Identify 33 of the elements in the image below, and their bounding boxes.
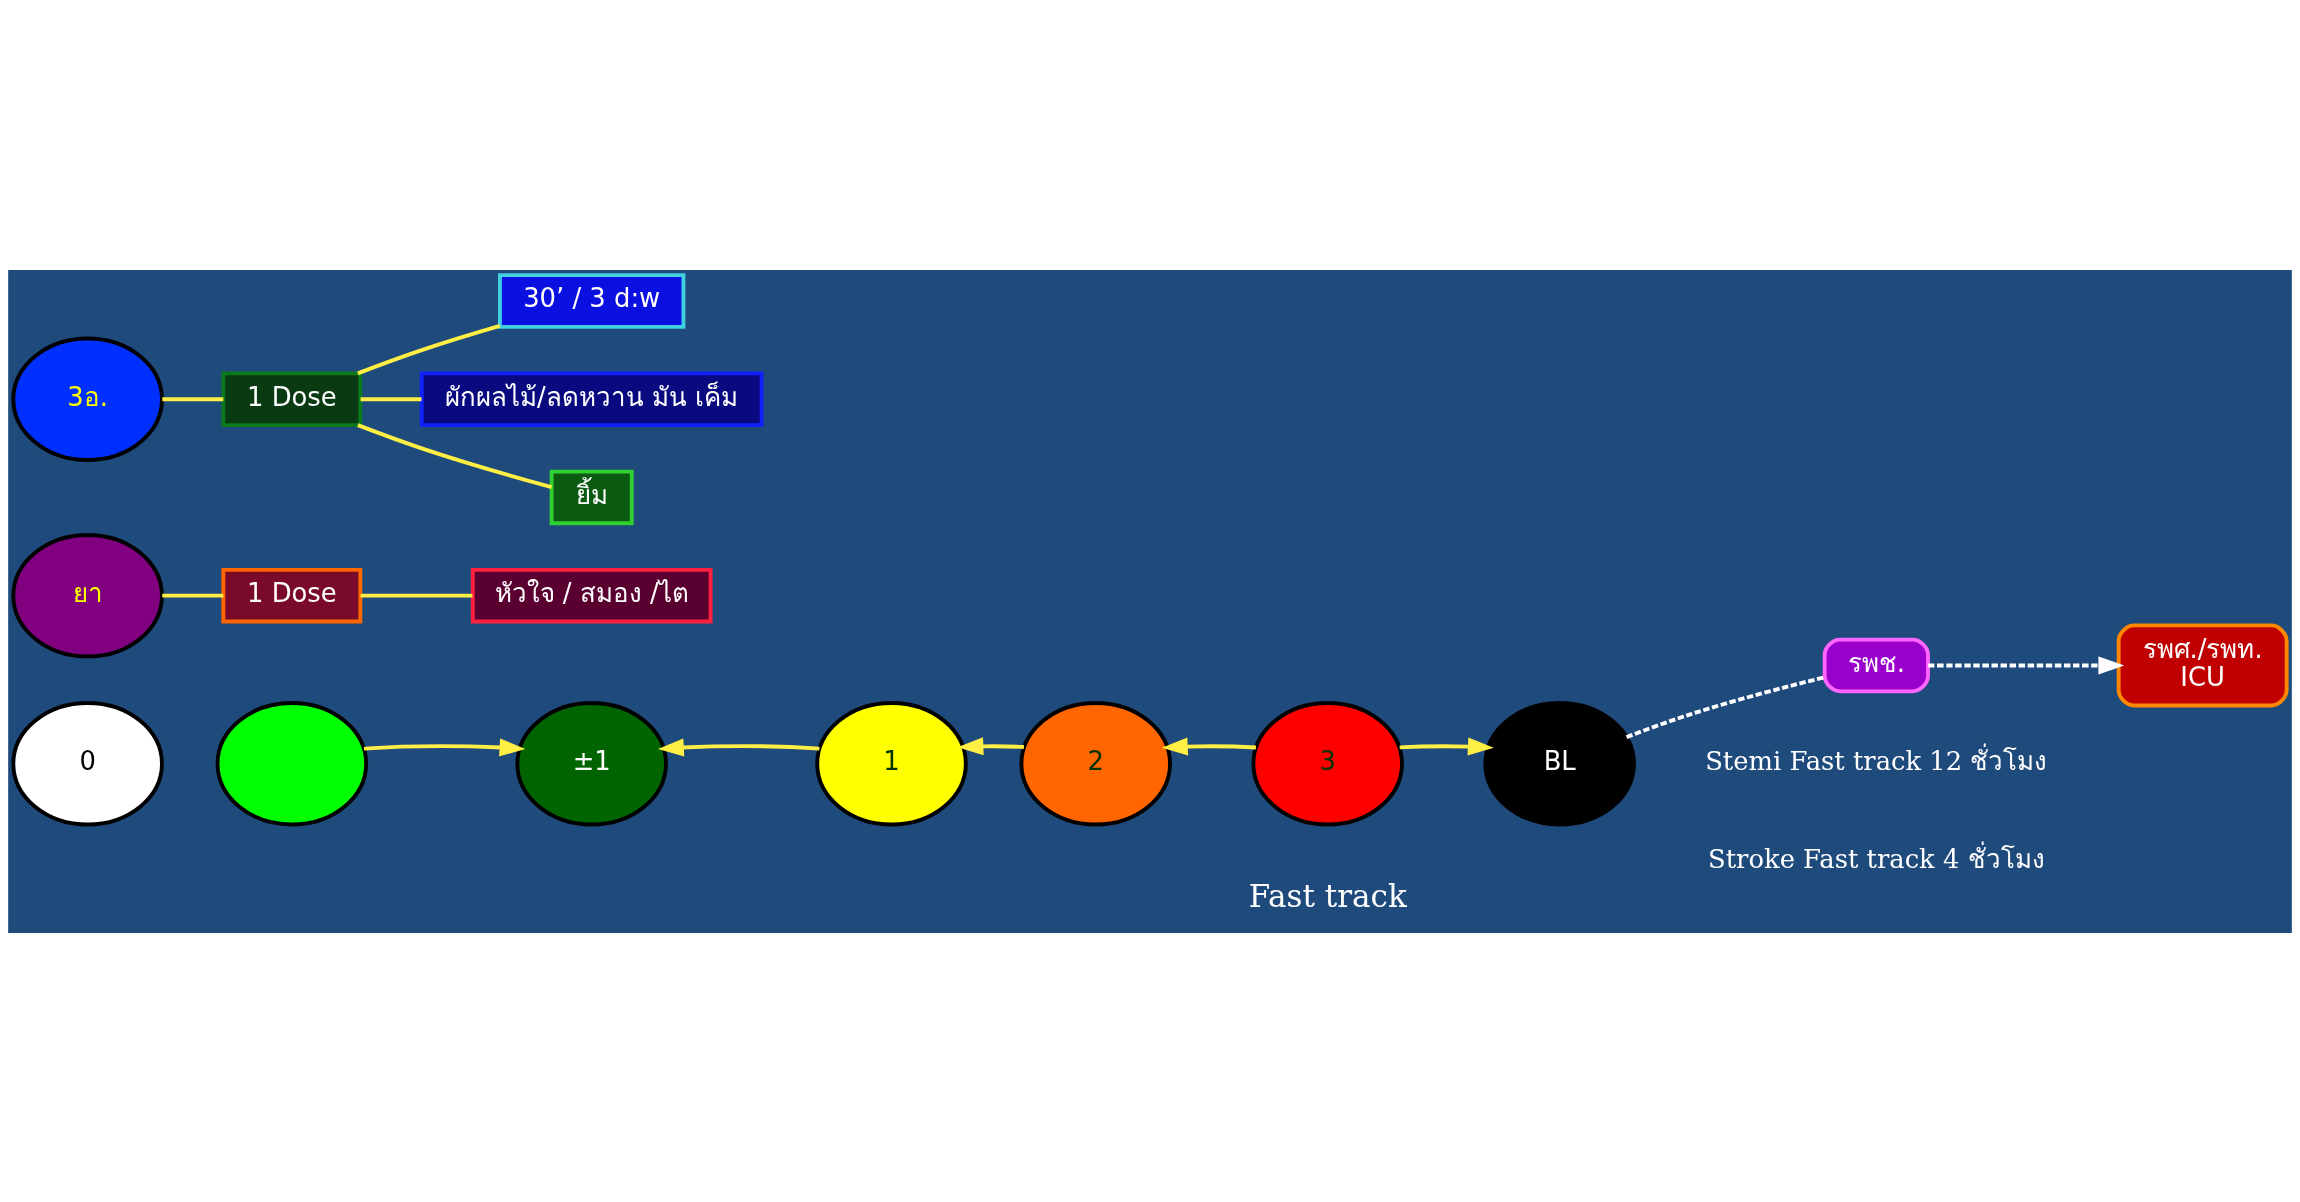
node-label: Fast track	[1248, 877, 1407, 914]
arrow	[657, 737, 820, 756]
arrow	[957, 736, 1025, 755]
connector	[162, 593, 224, 598]
connector	[357, 422, 553, 489]
connector	[357, 323, 501, 375]
node-ellipse: 0	[11, 700, 164, 826]
node-ellipse: 2	[1019, 700, 1172, 826]
node-box: หัวใจ / สมอง /ไต	[470, 567, 713, 623]
node-box: รพศ./รพท. ICU	[2116, 622, 2289, 707]
node-ellipse: BL	[1483, 700, 1636, 826]
node-box: 1 Dose	[221, 567, 363, 623]
connector	[360, 593, 473, 598]
node-box: ยิ้ม	[549, 469, 634, 525]
arrow	[1928, 655, 2125, 675]
connector	[1625, 675, 1825, 739]
node-box: รพช.	[1822, 637, 1930, 693]
node-circle	[215, 700, 369, 826]
label: Stroke Fast track 4 ชั่วโมง	[1708, 843, 2045, 874]
arrow	[363, 737, 526, 756]
node-box: 30’ / 3 d:w	[498, 272, 686, 329]
node-box: ผักผลไม้/ลดหวาน มัน เค็ม	[419, 370, 764, 427]
connector	[162, 396, 224, 401]
node-ellipse: 1	[815, 700, 968, 826]
node-ellipse: ยา	[11, 532, 164, 658]
label: Stemi Fast track 12 ชั่วโมง	[1705, 745, 2048, 776]
arrow	[1399, 737, 1494, 756]
arrow	[1161, 737, 1257, 756]
node-box: 1 Dose	[221, 370, 363, 427]
node-ellipse: ±1	[515, 700, 668, 826]
node-ellipse: 3อ.	[11, 336, 164, 462]
connector	[360, 396, 422, 401]
node-ellipse: 3	[1251, 700, 1404, 826]
